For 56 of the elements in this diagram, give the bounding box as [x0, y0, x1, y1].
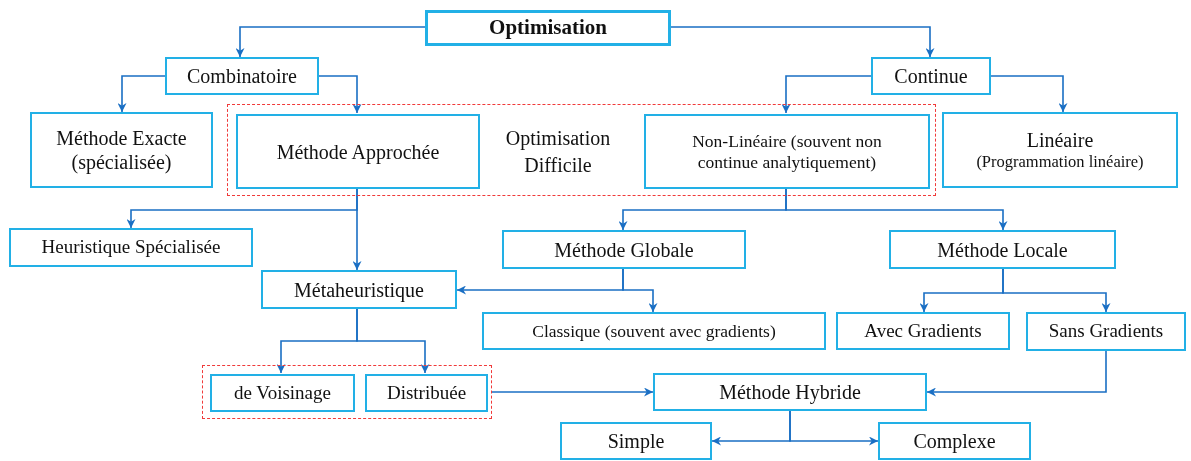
process-box: [560, 422, 712, 460]
box-label: Non-Linéaire (souvent non continue analytiquement): [691, 130, 883, 173]
box-label: Méthode Hybride: [719, 380, 861, 404]
arrow: [318, 75, 362, 114]
process-box: [871, 57, 991, 95]
arrow: [235, 26, 426, 58]
arrow: [622, 268, 658, 313]
process-box: [836, 312, 1010, 350]
process-box: [425, 10, 671, 46]
box-label: Heuristique Spécialisée: [41, 236, 221, 259]
process-box: [942, 112, 1178, 188]
process-box: [653, 373, 927, 411]
arrow: [990, 75, 1068, 113]
arrow: [1002, 268, 1111, 313]
box-label: Méthode Globale: [554, 237, 694, 262]
process-box: [502, 230, 746, 269]
arrow: [352, 187, 362, 271]
box-label: Continue: [894, 64, 968, 88]
box-label: (Programmation linéaire): [976, 152, 1144, 172]
process-box: [236, 114, 480, 189]
box-label: Optimisation: [489, 15, 607, 41]
process-box: [482, 312, 826, 350]
arrow: [670, 26, 935, 58]
box-label: Avec Gradients: [864, 319, 982, 343]
box-label: Combinatoire: [187, 64, 297, 88]
process-box: [1026, 312, 1186, 351]
process-box: [889, 230, 1116, 269]
box-label: Linéaire: [1026, 128, 1094, 153]
box-label: Classique (souvent avec gradients): [532, 320, 776, 342]
process-box: [644, 114, 930, 189]
dashed-group-frame: [202, 365, 492, 419]
box-label: Méthode Exacte (spécialisée): [55, 126, 188, 174]
process-box: [365, 374, 488, 412]
arrow: [781, 75, 872, 114]
box-label: Complexe: [913, 429, 996, 453]
arrow: [926, 350, 1107, 397]
box-label: Sans Gradients: [1048, 320, 1164, 343]
process-box: [9, 228, 253, 267]
arrow: [491, 387, 654, 397]
arrow: [789, 410, 879, 446]
process-box: [878, 422, 1031, 460]
box-label: Méthode Approchée: [276, 139, 440, 164]
box-label: Métaheuristique: [294, 277, 424, 302]
dashed-group-frame: [227, 104, 936, 196]
box-label: Distribuée: [386, 381, 467, 405]
box-label: Simple: [607, 429, 665, 453]
process-box: [165, 57, 319, 95]
box-label: de Voisinage: [234, 381, 331, 405]
arrow: [117, 75, 166, 113]
process-box: [210, 374, 355, 412]
group-label: Optimisation Difficile: [504, 126, 612, 178]
arrow: [785, 187, 1008, 231]
process-box: [261, 270, 457, 309]
process-box: [30, 112, 213, 188]
box-label: Méthode Locale: [937, 237, 1068, 262]
arrow: [356, 308, 430, 374]
